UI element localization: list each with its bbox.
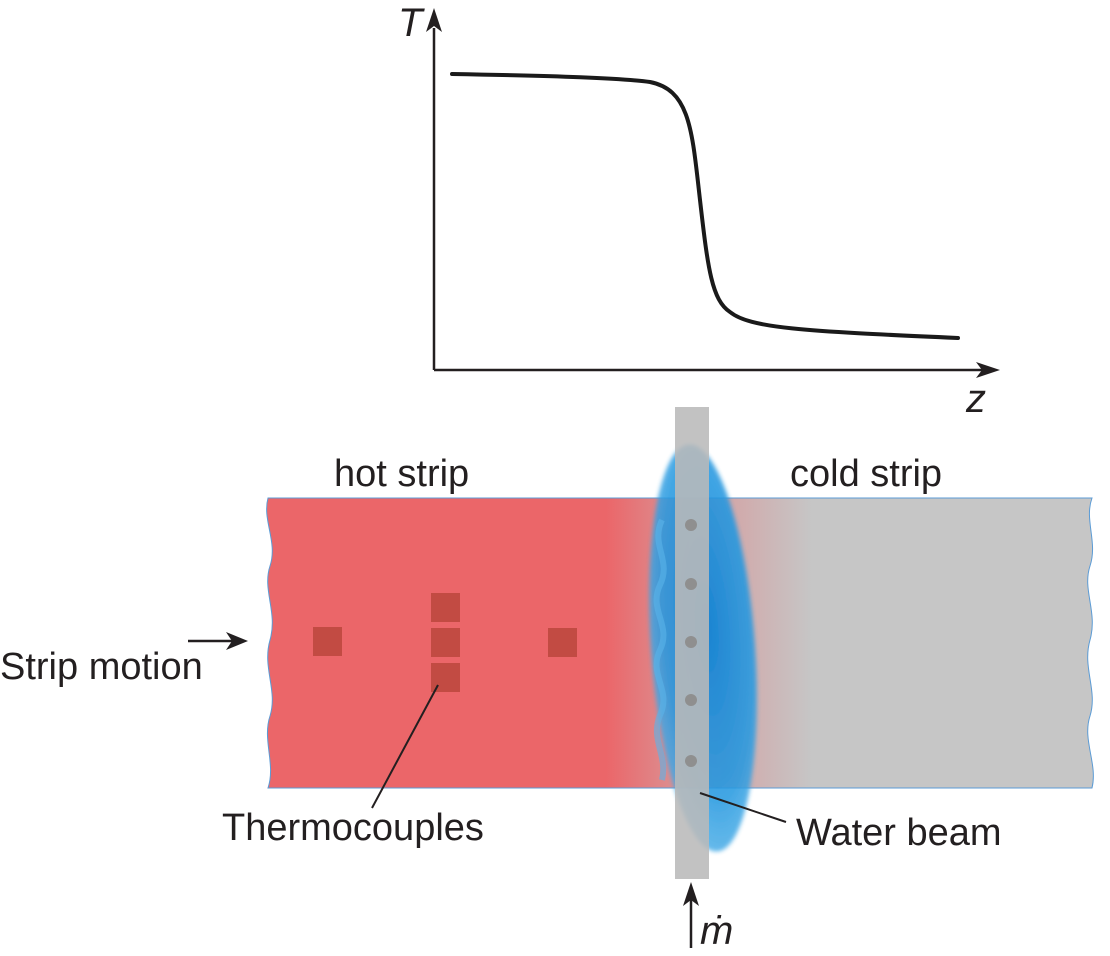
water-spray-edge: [653, 518, 667, 781]
thermocouple: [431, 628, 460, 657]
temperature-curve: [450, 72, 960, 340]
cold-strip-label: cold strip: [790, 453, 942, 495]
thermocouple: [548, 628, 577, 657]
nozzle-dot: [685, 578, 697, 590]
thermocouple: [431, 663, 460, 692]
mass-flow-arrow-icon: [683, 882, 699, 906]
y-axis-label: T: [398, 1, 425, 45]
water-beam-label: Water beam: [796, 812, 1002, 854]
nozzle-dot: [685, 755, 697, 767]
nozzle-dot: [685, 636, 697, 648]
thermocouples-label: Thermocouples: [222, 807, 484, 849]
annotations: Strip motion Thermocouples Water beam ṁ: [0, 632, 1002, 953]
hot-strip-label: hot strip: [334, 453, 469, 495]
y-axis-arrow-icon: [426, 8, 442, 32]
thermocouple: [313, 627, 342, 656]
water-beam: [649, 407, 757, 879]
temperature-plot: T z: [398, 1, 1000, 421]
thermocouple: [431, 593, 460, 622]
strip-motion-label: Strip motion: [0, 646, 203, 688]
x-axis-label: z: [965, 377, 986, 421]
nozzle-dot: [685, 694, 697, 706]
nozzle-dot: [685, 519, 697, 531]
mass-flow-label: ṁ: [700, 909, 733, 953]
x-axis-arrow-icon: [976, 362, 1000, 378]
strip-motion-arrow-icon: [226, 632, 248, 650]
thermocouples-leader: [371, 684, 439, 809]
water-beam-leader: [699, 792, 787, 823]
